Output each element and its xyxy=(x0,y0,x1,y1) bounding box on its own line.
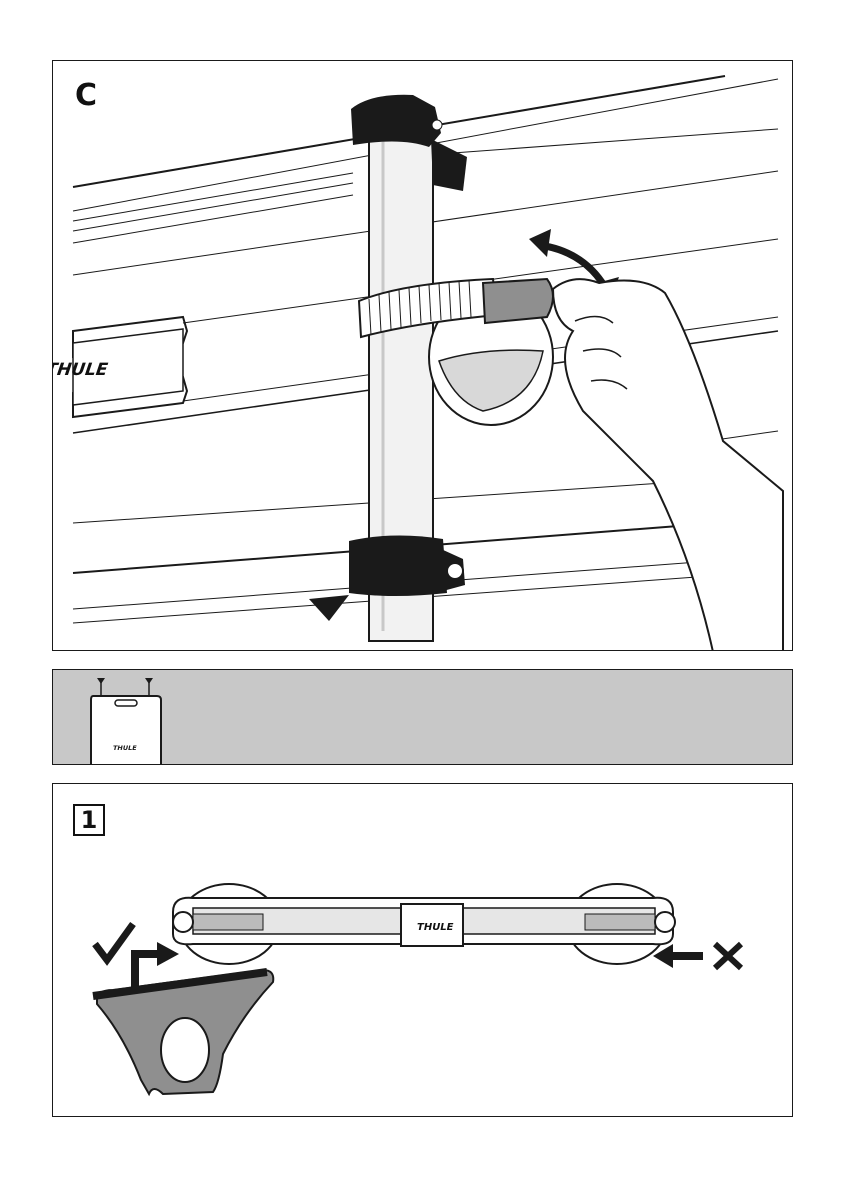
down-marker-icon xyxy=(309,595,349,621)
step-c-illustration: THULE xyxy=(53,61,793,651)
step-number: 1 xyxy=(73,804,105,836)
carrier-brand: THULE xyxy=(417,922,454,933)
step-1-panel: THULE 1 xyxy=(52,783,793,1117)
crossbar-brand: THULE xyxy=(53,360,109,380)
pad-part xyxy=(93,970,273,1094)
tool-bag-brand: THULE xyxy=(113,744,137,752)
step-1-illustration: THULE xyxy=(53,784,793,1117)
step-c-panel: THULE xyxy=(52,60,793,651)
cross-icon xyxy=(715,944,741,968)
check-icon xyxy=(95,924,133,960)
tool-bag-icon: THULE xyxy=(53,670,793,765)
bottom-clamp xyxy=(349,535,447,596)
tools-band: THULE xyxy=(52,669,793,765)
step-letter: C xyxy=(75,81,97,111)
top-clamp xyxy=(351,95,441,147)
